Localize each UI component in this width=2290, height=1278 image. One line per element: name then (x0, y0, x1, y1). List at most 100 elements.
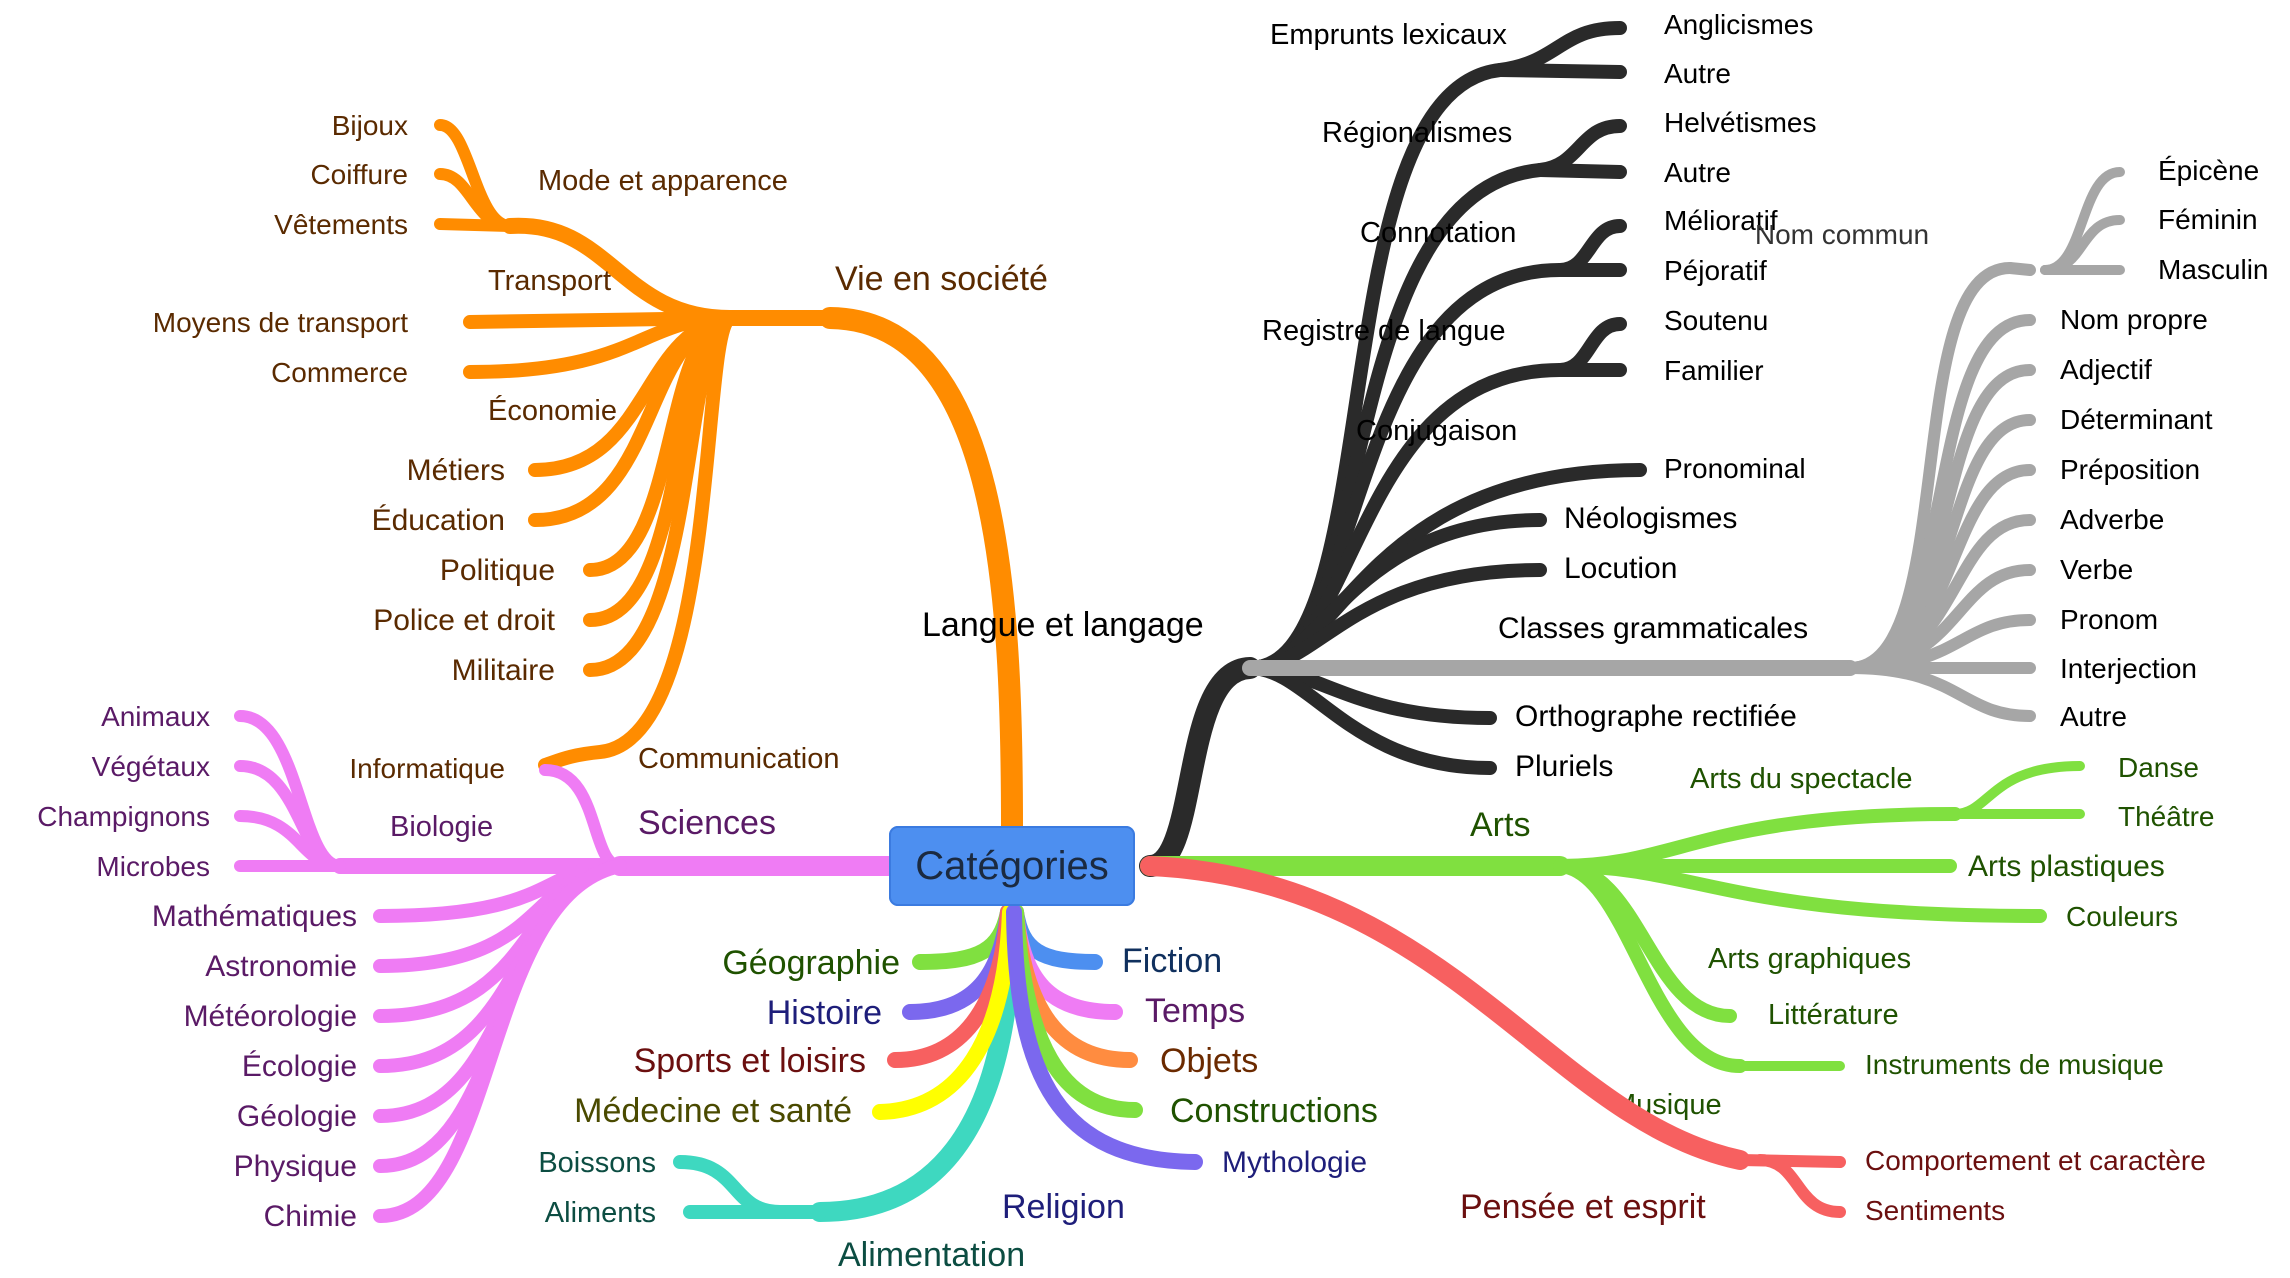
branch-arts[interactable]: Arts Arts du spectacle Danse Théâtre Art… (1140, 752, 2215, 1121)
node-label[interactable]: Mode et apparence (538, 165, 788, 197)
node-label[interactable]: Déterminant (2060, 404, 2213, 435)
node-label[interactable]: Boissons (538, 1147, 656, 1179)
node-label[interactable]: Coiffure (310, 159, 408, 190)
node-label[interactable]: Commerce (271, 357, 408, 388)
node-label[interactable]: Religion (1002, 1188, 1125, 1226)
node-label[interactable]: Arts graphiques (1708, 943, 1911, 975)
connector (434, 218, 516, 232)
node-label[interactable]: Champignons (37, 801, 210, 832)
node-label[interactable]: Communication (638, 743, 839, 775)
node-label[interactable]: Microbes (96, 851, 210, 882)
branch-classes-grammaticales[interactable]: Classes grammaticales Nom commun Épicène… (1242, 155, 2268, 732)
node-label[interactable]: Objets (1160, 1042, 1258, 1080)
branch-title[interactable]: Pensée et esprit (1460, 1188, 1706, 1226)
node-label[interactable]: Police et droit (373, 604, 555, 637)
node-label[interactable]: Éducation (372, 504, 505, 537)
node-label[interactable]: Instruments de musique (1865, 1049, 2164, 1080)
node-label[interactable]: Nom commun (1755, 219, 1929, 250)
node-label[interactable]: Adjectif (2060, 354, 2152, 385)
node-label[interactable]: Néologismes (1564, 502, 1737, 535)
node-label[interactable]: Locution (1564, 552, 1677, 585)
node-label[interactable]: Masculin (2158, 254, 2268, 285)
node-label[interactable]: Géologie (237, 1100, 357, 1133)
node-label[interactable]: Mythologie (1222, 1146, 1367, 1179)
node-label[interactable]: Comportement et caractère (1865, 1145, 2206, 1176)
node-label[interactable]: Chimie (264, 1200, 357, 1233)
node-label[interactable]: Autre (1664, 58, 1731, 89)
node-label[interactable]: Mathématiques (152, 900, 357, 933)
node-label[interactable]: Connotation (1360, 217, 1516, 249)
node-label[interactable]: Aliments (545, 1197, 656, 1229)
node-label[interactable]: Géographie (722, 944, 900, 982)
node-label[interactable]: Théâtre (2118, 801, 2215, 832)
branch-pensee-et-esprit[interactable]: Pensée et esprit Comportement et caractè… (1140, 856, 2206, 1226)
node-label[interactable]: Pluriels (1515, 750, 1613, 783)
node-label[interactable]: Écologie (242, 1050, 357, 1083)
node-label[interactable]: Informatique (349, 753, 505, 784)
branch-title[interactable]: Vie en société (835, 260, 1048, 298)
node-label[interactable]: Orthographe rectifiée (1515, 700, 1797, 733)
node-label[interactable]: Soutenu (1664, 305, 1768, 336)
node-label[interactable]: Verbe (2060, 554, 2133, 585)
node-label[interactable]: Météorologie (184, 1000, 357, 1033)
node-label[interactable]: Interjection (2060, 653, 2197, 684)
connector (539, 764, 626, 872)
node-label[interactable]: Temps (1145, 992, 1245, 1030)
node-label[interactable]: Histoire (767, 994, 882, 1032)
node-label[interactable]: Pronom (2060, 604, 2158, 635)
node-label[interactable]: Bijoux (332, 110, 408, 141)
node-label[interactable]: Médecine et santé (574, 1092, 852, 1130)
node-label[interactable]: Adverbe (2060, 504, 2164, 535)
node-label[interactable]: Constructions (1170, 1092, 1378, 1130)
node-label[interactable]: Astronomie (205, 950, 357, 983)
node-label[interactable]: Sentiments (1865, 1195, 2005, 1226)
node-label[interactable]: Politique (440, 554, 555, 587)
branch-title[interactable]: Langue et langage (922, 606, 1204, 644)
central-node-categories[interactable]: Catégories (889, 826, 1135, 906)
node-label[interactable]: Végétaux (92, 751, 210, 782)
node-label[interactable]: Familier (1664, 355, 1764, 386)
node-label[interactable]: Arts plastiques (1968, 850, 2165, 883)
node-label[interactable]: Autre (2060, 701, 2127, 732)
node-label[interactable]: Biologie (390, 811, 493, 843)
node-label[interactable]: Arts du spectacle (1690, 763, 1912, 795)
node-label[interactable]: Helvétismes (1664, 107, 1816, 138)
node-label[interactable]: Épicène (2158, 155, 2259, 186)
node-label[interactable]: Métiers (407, 454, 505, 487)
node-label[interactable]: Emprunts lexicaux (1270, 19, 1507, 51)
node-label[interactable]: Animaux (101, 701, 210, 732)
branch-title[interactable]: Sciences (638, 804, 776, 842)
node-label[interactable]: Mélioratif (1664, 205, 1778, 236)
small-branches[interactable]: Géographie Histoire Sports et loisirs Mé… (574, 904, 1378, 1226)
node-label[interactable]: Conjugaison (1356, 415, 1517, 447)
connector (1754, 1154, 1846, 1218)
node-label[interactable]: Féminin (2158, 204, 2258, 235)
branch-title[interactable]: Arts (1470, 806, 1530, 844)
branch-langue-et-langage[interactable]: Langue et langage Emprunts lexicaux Angl… (922, 9, 1816, 877)
node-label[interactable]: Préposition (2060, 454, 2200, 485)
node-label[interactable]: Anglicismes (1664, 9, 1813, 40)
node-label[interactable]: Couleurs (2066, 901, 2178, 932)
branch-sciences[interactable]: Sciences Biologie Animaux Végétaux Champ… (37, 701, 900, 1233)
node-label[interactable]: Économie (488, 394, 617, 427)
connector (1553, 859, 2047, 923)
node-label[interactable]: Fiction (1122, 942, 1222, 980)
branch-vie-en-societe[interactable]: Vie en société Mode et apparence Bijoux … (153, 110, 1048, 839)
node-label[interactable]: Militaire (452, 654, 555, 687)
node-label[interactable]: Moyens de transport (153, 307, 408, 338)
node-label[interactable]: Régionalismes (1322, 117, 1512, 149)
node-label[interactable]: Danse (2118, 752, 2199, 783)
node-label[interactable]: Registre de langue (1262, 315, 1505, 347)
branch-title[interactable]: Alimentation (838, 1236, 1025, 1274)
node-label[interactable]: Sports et loisirs (634, 1042, 866, 1080)
node-label[interactable]: Transport (488, 265, 611, 297)
node-label[interactable]: Pronominal (1664, 453, 1806, 484)
node-label[interactable]: Vêtements (274, 209, 408, 240)
node-label[interactable]: Littérature (1768, 999, 1899, 1031)
node-label[interactable]: Physique (234, 1150, 357, 1183)
node-label[interactable]: Péjoratif (1664, 255, 1767, 286)
node-label[interactable]: Autre (1664, 157, 1731, 188)
connector (1006, 904, 1203, 1170)
node-label[interactable]: Classes grammaticales (1498, 612, 1808, 645)
node-label[interactable]: Nom propre (2060, 304, 2208, 335)
